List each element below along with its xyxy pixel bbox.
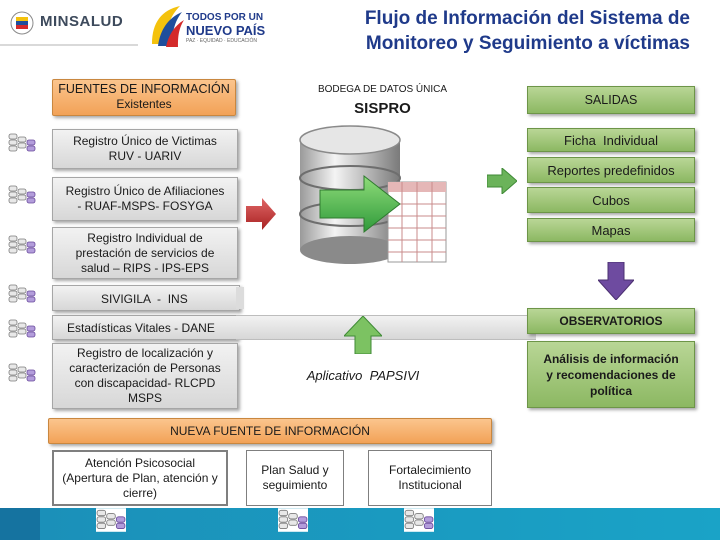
coat-of-arms-icon bbox=[10, 11, 34, 35]
band-connector bbox=[236, 287, 244, 309]
arrow-up-icon bbox=[344, 316, 382, 354]
new-source-plan-salud: Plan Salud y seguimiento bbox=[246, 450, 344, 506]
database-icon bbox=[8, 185, 36, 204]
database-icon bbox=[8, 284, 36, 303]
new-source-header: NUEVA FUENTE DE INFORMACIÓN bbox=[48, 418, 492, 444]
outputs-header: SALIDAS bbox=[527, 86, 695, 114]
observatories-header: OBSERVATORIOS bbox=[527, 308, 695, 334]
flag-swoosh-icon bbox=[152, 6, 184, 47]
title-line2: Monitoreo y Seguimiento a víctimas bbox=[365, 33, 690, 54]
minsalud-logo: MINSALUD bbox=[0, 0, 138, 46]
page-title: Flujo de Información del Sistema de Moni… bbox=[250, 6, 690, 56]
source-ruv: Registro Único de Victimas RUV - UARIV bbox=[52, 129, 238, 169]
footer-bar-segment bbox=[0, 508, 40, 540]
database-icon bbox=[404, 508, 434, 532]
arrow-down-icon bbox=[598, 262, 634, 300]
country-logo-line2: NUEVO PAÍS bbox=[186, 23, 266, 38]
output-mapas: Mapas bbox=[527, 218, 695, 242]
sources-header-title: FUENTES DE INFORMACIÓN bbox=[58, 82, 230, 96]
country-logo: TODOS POR UN NUEVO PAÍS PAZ · EQUIDAD · … bbox=[148, 4, 266, 48]
new-source-atencion: Atención Psicosocial (Apertura de Plan, … bbox=[52, 450, 228, 506]
output-ficha-individual: Ficha Individual bbox=[527, 128, 695, 152]
sources-header: FUENTES DE INFORMACIÓN Existentes bbox=[52, 79, 236, 116]
source-rlcpd: Registro de localización y caracterizaci… bbox=[52, 343, 238, 409]
output-reportes: Reportes predefinidos bbox=[527, 157, 695, 183]
warehouse-label: BODEGA DE DATOS ÚNICA bbox=[317, 84, 448, 95]
database-icon bbox=[8, 363, 36, 382]
database-icon bbox=[278, 508, 308, 532]
new-source-fortalecimiento: Fortalecimiento Institucional bbox=[368, 450, 492, 506]
arrow-right-icon bbox=[487, 168, 517, 194]
country-logo-line1: TODOS POR UN bbox=[186, 12, 264, 23]
app-label: Aplicativo PAPSIVI bbox=[306, 368, 420, 383]
source-ruaf: Registro Único de Afiliaciones - RUAF-MS… bbox=[52, 177, 238, 221]
source-dane: Estadísticas Vitales - DANE bbox=[52, 315, 238, 340]
ministry-logo-text: MINSALUD bbox=[40, 13, 124, 30]
country-logo-line3: PAZ · EQUIDAD · EDUCACIÓN bbox=[186, 38, 258, 44]
title-line1: Flujo de Información del Sistema de bbox=[364, 8, 690, 29]
arrow-right-icon bbox=[246, 198, 276, 230]
observatories-body: Análisis de información y recomendacione… bbox=[527, 341, 695, 408]
source-sivigila: SIVIGILA - INS bbox=[52, 285, 240, 311]
database-icon bbox=[8, 319, 36, 338]
database-icon bbox=[96, 508, 126, 532]
database-icon bbox=[8, 235, 36, 254]
database-icon bbox=[8, 133, 36, 152]
warehouse-title: SISPRO bbox=[354, 100, 411, 117]
database-server-icon bbox=[299, 125, 447, 264]
source-rips: Registro Individual de prestación de ser… bbox=[52, 227, 238, 279]
sources-header-subtitle: Existentes bbox=[116, 97, 172, 111]
output-cubos: Cubos bbox=[527, 187, 695, 213]
band-connector bbox=[236, 315, 536, 340]
